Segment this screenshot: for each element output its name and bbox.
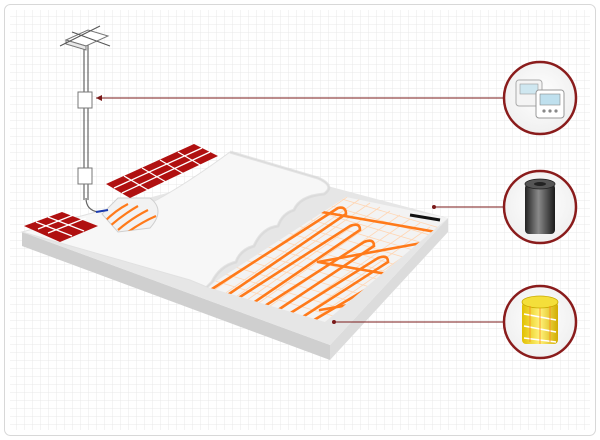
heating-mat-roll-icon <box>521 295 559 344</box>
callout-thermostat <box>502 60 578 136</box>
callout-arrow-thermostat <box>96 95 102 101</box>
callout-heating-mat <box>502 284 578 360</box>
slab-side-face <box>330 218 448 360</box>
insulation-roll-icon <box>524 178 556 234</box>
tiles-lower <box>24 212 98 242</box>
power-box <box>77 167 93 185</box>
mat-connector <box>409 213 441 222</box>
callout-insulation <box>502 169 578 245</box>
screed-edge <box>205 150 331 289</box>
tiles-upper <box>106 144 218 198</box>
callout-dot-mat <box>332 320 336 324</box>
callout-dot-insulation <box>432 205 436 209</box>
cutout-view <box>101 197 159 233</box>
thermostat-icon <box>515 79 565 119</box>
sensor-box <box>77 91 93 109</box>
callout-lines <box>96 97 504 323</box>
junction-box-top <box>59 25 111 51</box>
slab-front-face <box>22 232 330 360</box>
